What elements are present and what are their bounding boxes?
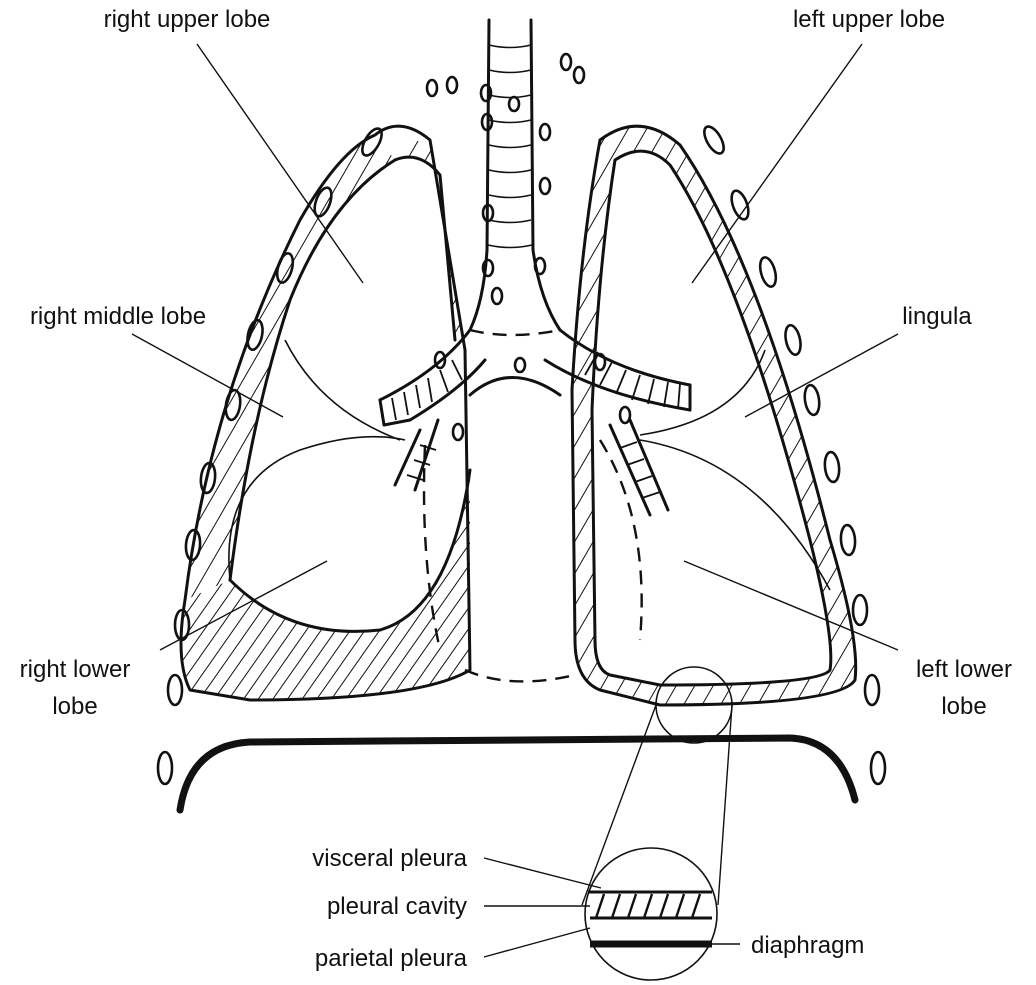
label-visceral-pleura: visceral pleura [312,845,467,872]
label-lingula: lingula [902,303,972,330]
label-right-lower-lobe-line1: right lower [20,656,131,683]
label-right-lower-lobe-line2: lobe [52,693,97,720]
leader-lines [132,44,898,957]
mediastinum-outline [465,670,575,681]
magnified-pleura-inset [585,848,717,980]
label-parietal-pleura: parietal pleura [315,945,468,972]
bronchi [380,330,690,515]
diaphragm-curve [180,738,855,810]
magnifier-connector-left [582,705,656,905]
label-diaphragm: diaphragm [751,932,864,959]
label-left-lower-lobe-line2: lobe [941,693,986,720]
label-pleural-cavity: pleural cavity [327,893,467,920]
label-left-lower-lobe-line1: left lower [916,656,1012,683]
label-right-upper-lobe: right upper lobe [104,6,271,33]
label-left-upper-lobe: left upper lobe [793,6,945,33]
label-right-middle-lobe: right middle lobe [30,303,206,330]
